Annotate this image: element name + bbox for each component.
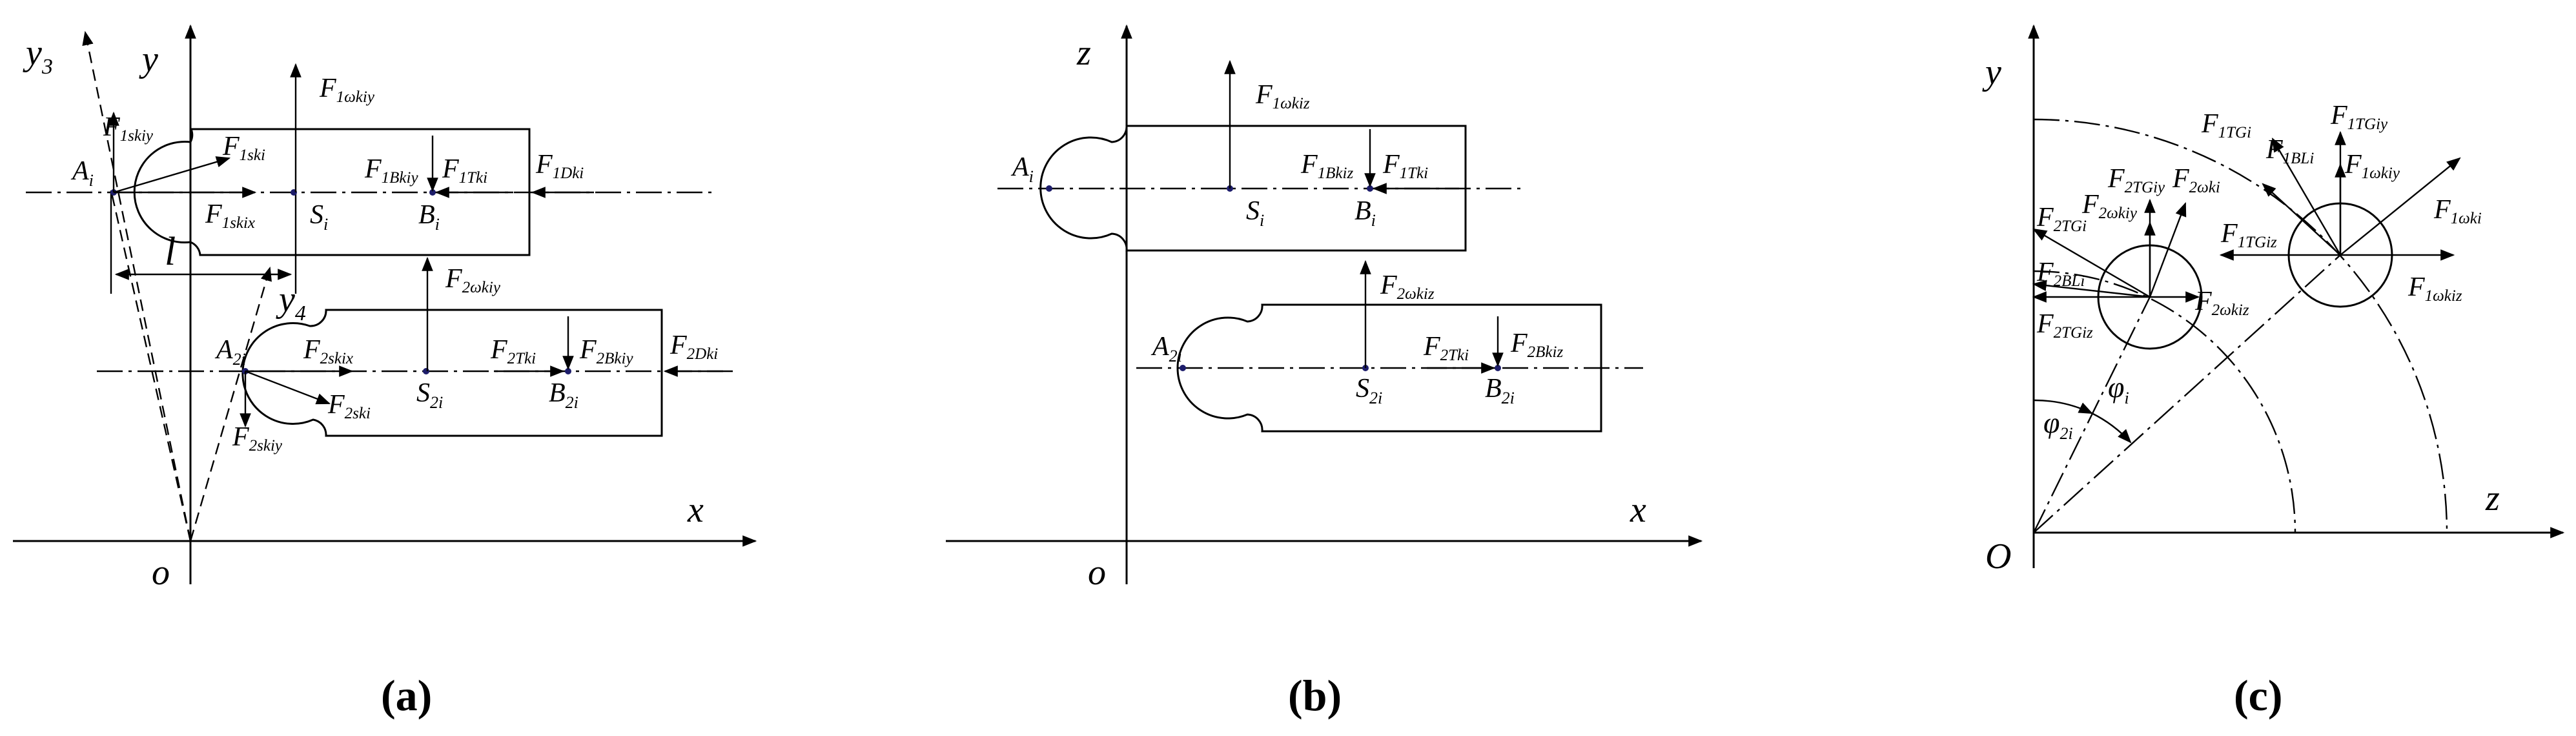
- a-label-S-2i: S2i: [416, 378, 443, 412]
- a-caption: (a): [381, 671, 432, 720]
- b-label-x: x: [1630, 490, 1646, 530]
- a-label-S-i: Si: [310, 200, 328, 234]
- c-arrow-F2TGi: [2032, 228, 2151, 298]
- a-arrow-F1ski: [113, 156, 231, 194]
- c-angle-phi-2i-arc: [2033, 399, 2093, 414]
- b-label-F2Bkiz: F2Bkiz: [1510, 329, 1563, 361]
- c-angle-phi-i-arc: [2091, 412, 2132, 444]
- c-arrow-F2BLi: [2032, 280, 2151, 298]
- c-label-F2BLi: F2BLi: [2036, 258, 2085, 290]
- c-label-F1TGiz: F1TGiz: [2220, 219, 2277, 251]
- b-label-B-i: Bi: [1354, 196, 1376, 230]
- b-label-A-i: Ai: [1010, 152, 1034, 186]
- c-label-F1TGiy: F1TGiy: [2330, 101, 2388, 133]
- b-label-S-2i: S2i: [1356, 374, 1382, 407]
- a-label-l: l: [165, 230, 176, 274]
- a-label-F1Dki: F1Dki: [535, 150, 584, 182]
- a-label-F2Bkiy: F2Bkiy: [579, 335, 633, 367]
- a-oa-line: [110, 190, 192, 542]
- c-label-F2TGiy: F2TGiy: [2107, 164, 2165, 196]
- a-label-F2Tki: F2Tki: [490, 335, 536, 367]
- c-label-z: z: [2485, 478, 2500, 518]
- a-rod-2-outline: [241, 309, 663, 437]
- b-label-F2okiz: F2ωkiz: [1380, 271, 1435, 303]
- c-label-F1okiy: F1ωkiy: [2344, 150, 2400, 182]
- a-arrow-F2ski: [245, 370, 331, 405]
- c-outer-arc: [2033, 118, 2448, 533]
- b-label-F1okiz: F1ωkiz: [1255, 80, 1310, 112]
- c-radial-2: [2032, 296, 2151, 533]
- b-label-F1Tki: F1Tki: [1382, 150, 1428, 182]
- a-label-B-i: Bi: [418, 200, 440, 234]
- a-point-B-2i: [565, 368, 571, 374]
- a-label-F1okiy: F1ωkiy: [319, 74, 375, 106]
- c-label-F1okiz: F1ωkiz: [2407, 272, 2462, 305]
- a-label-y3: y3: [23, 33, 53, 79]
- b-label-B-2i: B2i: [1485, 374, 1515, 407]
- c-inner-arc: [2033, 270, 2296, 533]
- b-caption: (b): [1288, 671, 1342, 720]
- a-label-A-2i: A2i: [214, 335, 246, 369]
- c-arrow-F1BLi: [2262, 183, 2341, 256]
- c-radial-1: [2033, 254, 2341, 533]
- a-label-F2skix: F2skix: [303, 335, 353, 367]
- c-label-F1oki: F1ωki: [2433, 195, 2482, 227]
- a-label-B-2i: B2i: [549, 378, 578, 412]
- c-arrow-F1TGi: [2271, 138, 2342, 256]
- b-label-o: o: [1088, 553, 1106, 593]
- a-label-x: x: [687, 490, 704, 530]
- a-label-y4: y4: [276, 280, 306, 325]
- c-label-F2okiy: F2ωkiy: [2081, 190, 2138, 222]
- a-label-F2skiy: F2skiy: [232, 422, 283, 455]
- b-label-S-i: Si: [1246, 196, 1264, 230]
- c-caption: (c): [2234, 671, 2283, 720]
- panel-b: z x o Ai Si Bi A2i S2i B2i F1ωkiz F1Bkiz…: [946, 24, 1703, 720]
- b-point-B-i: [1367, 185, 1373, 192]
- b-label-A-2i: A2i: [1150, 332, 1182, 365]
- c-label-F2okiz: F2ωkiz: [2194, 287, 2249, 319]
- b-point-B-2i: [1495, 365, 1501, 371]
- a-label-F2Dki: F2Dki: [670, 331, 718, 363]
- b-label-F2Tki: F2Tki: [1423, 332, 1469, 364]
- c-label-F2TGi: F2TGi: [2036, 203, 2087, 235]
- panel-c: y z O F1TGi F1TGiy F1BLi F1ωkiy F1ωki F1…: [1982, 24, 2565, 720]
- a-rod-1-outline: [133, 128, 531, 256]
- a-label-F1skiy: F1skiy: [103, 112, 154, 145]
- c-label-y: y: [1982, 52, 2001, 92]
- a-y3-axis: [82, 30, 192, 542]
- c-label-phi-2i: φ2i: [2043, 406, 2073, 443]
- b-point-A-i: [1046, 185, 1052, 192]
- a-label-F1Tki: F1Tki: [442, 154, 487, 187]
- a-label-F1Bkiy: F1Bkiy: [364, 154, 418, 187]
- c-label-F2oki: F2ωki: [2172, 164, 2220, 196]
- a-label-F1skix: F1skix: [205, 199, 255, 232]
- b-label-F1Bkiz: F1Bkiz: [1300, 150, 1353, 182]
- a-label-A-i: Ai: [70, 156, 94, 190]
- a-point-S-2i: [423, 368, 429, 374]
- b-rod-2-outline: [1176, 303, 1602, 433]
- c-label-F1TGi: F1TGi: [2201, 109, 2251, 141]
- b-rod-1-outline: [1039, 125, 1467, 252]
- c-arrow-F2oki: [2149, 201, 2187, 298]
- a-label-F1ski: F1ski: [222, 132, 265, 164]
- a-label-F2okiy: F2ωkiy: [445, 264, 501, 296]
- b-label-z: z: [1076, 33, 1091, 73]
- c-label-F2TGiz: F2TGiz: [2036, 309, 2093, 342]
- c-label-F1BLi: F1BLi: [2265, 135, 2314, 167]
- panel-a: y x o y3 y4 l Ai Si Bi A2i S2i B2i F1ski…: [13, 24, 757, 720]
- a-label-y: y: [139, 39, 158, 79]
- a-label-o: o: [152, 553, 170, 593]
- b-point-A-2i: [1180, 365, 1186, 371]
- a-label-F2ski: F2ski: [327, 390, 371, 422]
- a-y4-axis: [189, 266, 272, 542]
- c-arrow-F1oki: [2340, 157, 2461, 256]
- c-label-phi-i: φi: [2108, 371, 2129, 407]
- c-label-O: O: [1985, 537, 2011, 577]
